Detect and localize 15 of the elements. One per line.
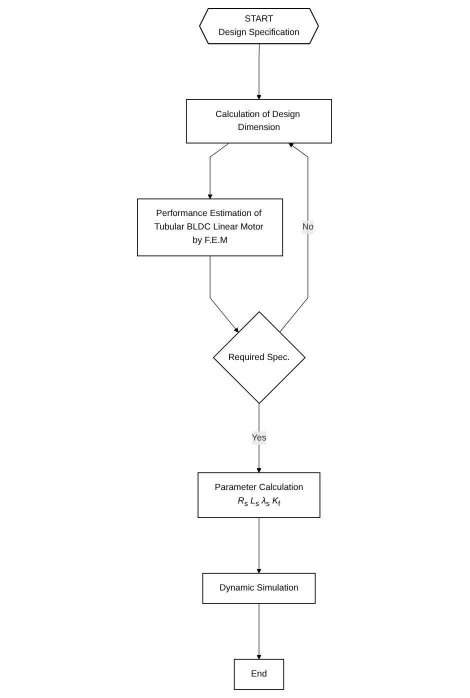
arrow [257,603,262,660]
arrow [208,142,230,200]
edge-label: No [302,222,314,232]
arrow [257,517,262,574]
node-box: End [234,658,285,690]
node-box: Dynamic Simulation [202,572,316,604]
node-box: Calculation of Design Dimension [186,99,332,144]
node-diamond: Required Spec. [213,311,306,404]
arrow [257,403,262,473]
node-box: Performance Estimation of Tubular BLDC Linear Motor by F.E.M [138,198,284,256]
arrow [210,256,240,333]
node-box: Parameter Calculation R$_{s}$ L$_{s}$ λ$_{s}$ K$_{f}$ [198,472,321,518]
arrow [257,44,262,100]
arrow [280,142,309,333]
edge-label: Yes [252,433,267,443]
